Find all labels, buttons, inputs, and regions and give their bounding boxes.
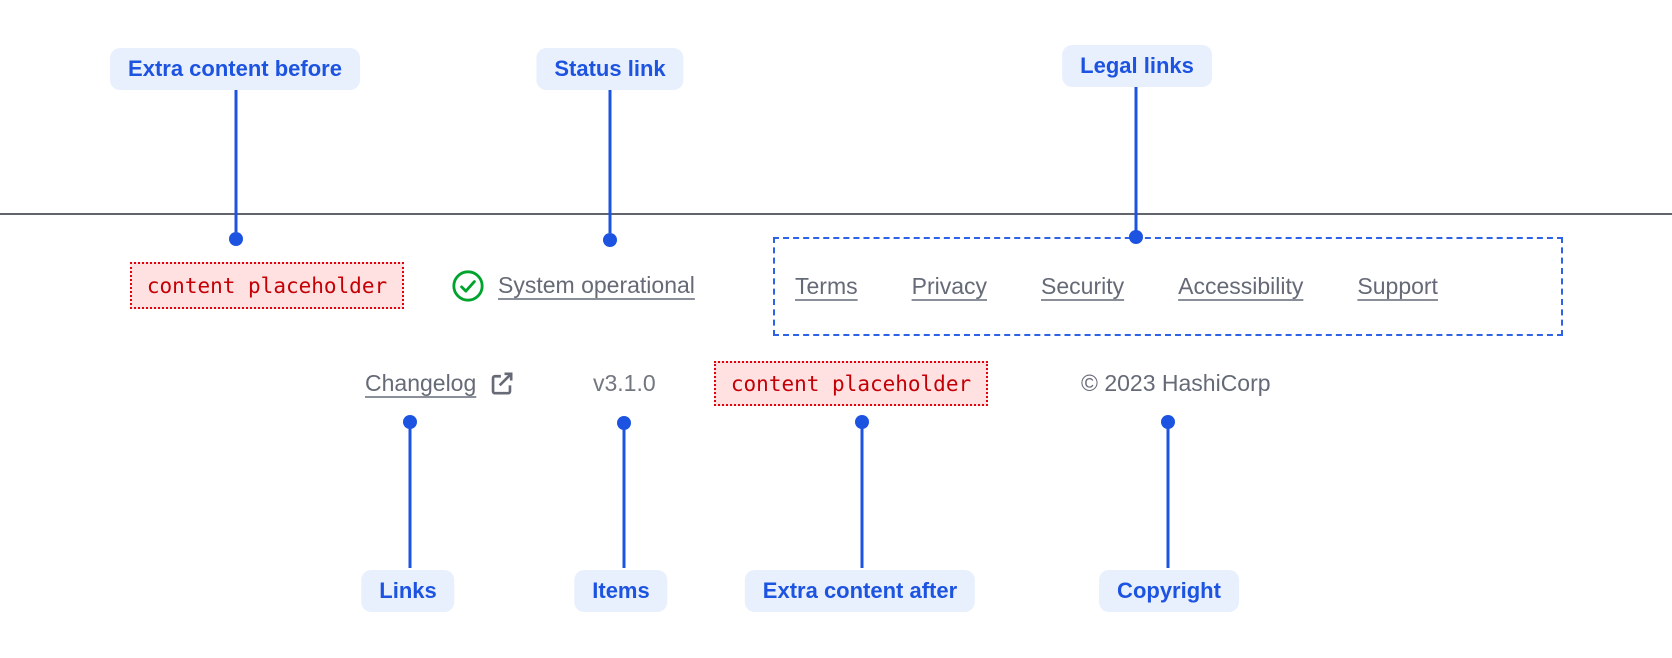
callout-label: Links: [379, 578, 437, 603]
legal-link-support[interactable]: Support: [1357, 273, 1438, 299]
copyright-label: © 2023 HashiCorp: [1081, 370, 1271, 396]
legal-link-accessibility[interactable]: Accessibility: [1178, 273, 1304, 299]
callout-dot-copyright: [1161, 415, 1175, 429]
callout-line-legal-links: [1134, 87, 1138, 231]
status-link[interactable]: System operational: [451, 262, 695, 309]
callout-label: Extra content after: [762, 578, 958, 603]
callout-copyright: Copyright: [1099, 570, 1239, 612]
callout-legal-links: Legal links: [1062, 45, 1212, 87]
version-item: v3.1.0: [593, 361, 656, 406]
callout-line-copyright: [1166, 426, 1170, 568]
callout-line-items: [622, 427, 626, 568]
changelog-link-label[interactable]: Changelog: [365, 370, 477, 396]
version-label: v3.1.0: [593, 370, 656, 396]
callout-dot-items: [617, 416, 631, 430]
placeholder-text: content placeholder: [730, 371, 972, 396]
placeholder-text: content placeholder: [146, 273, 388, 298]
callout-label: Items: [592, 578, 650, 603]
callout-line-status-link: [608, 90, 612, 233]
callout-line-extra-content-after: [860, 426, 864, 568]
callout-line-links: [408, 426, 412, 568]
external-link-icon: [487, 369, 516, 398]
callout-items: Items: [574, 570, 668, 612]
callout-dot-extra-content-before: [229, 232, 243, 246]
extra-content-after-placeholder: content placeholder: [714, 361, 988, 406]
callout-extra-content-before: Extra content before: [110, 48, 360, 90]
callout-dot-extra-content-after: [855, 415, 869, 429]
callout-label: Copyright: [1117, 578, 1221, 603]
legal-link-terms[interactable]: Terms: [795, 273, 858, 299]
callout-label: Status link: [554, 56, 666, 81]
callout-line-extra-content-before: [234, 90, 238, 232]
callout-links: Links: [361, 570, 455, 612]
copyright-text: © 2023 HashiCorp: [1081, 361, 1271, 406]
footer-top-divider: [0, 213, 1672, 215]
callout-status-link: Status link: [536, 48, 684, 90]
check-circle-icon: [451, 269, 485, 303]
legal-link-security[interactable]: Security: [1041, 273, 1125, 299]
legal-links-group: Terms Privacy Security Accessibility Sup…: [773, 237, 1563, 336]
callout-dot-legal-links: [1129, 230, 1143, 244]
callout-label: Extra content before: [128, 56, 342, 81]
callout-dot-status-link: [603, 233, 617, 247]
legal-link-privacy[interactable]: Privacy: [911, 273, 988, 299]
callout-extra-content-after: Extra content after: [744, 570, 976, 612]
callout-dot-links: [403, 415, 417, 429]
extra-content-before-placeholder: content placeholder: [130, 262, 404, 309]
changelog-link[interactable]: Changelog: [365, 361, 516, 406]
callout-label: Legal links: [1080, 53, 1194, 78]
status-link-label[interactable]: System operational: [498, 272, 695, 298]
